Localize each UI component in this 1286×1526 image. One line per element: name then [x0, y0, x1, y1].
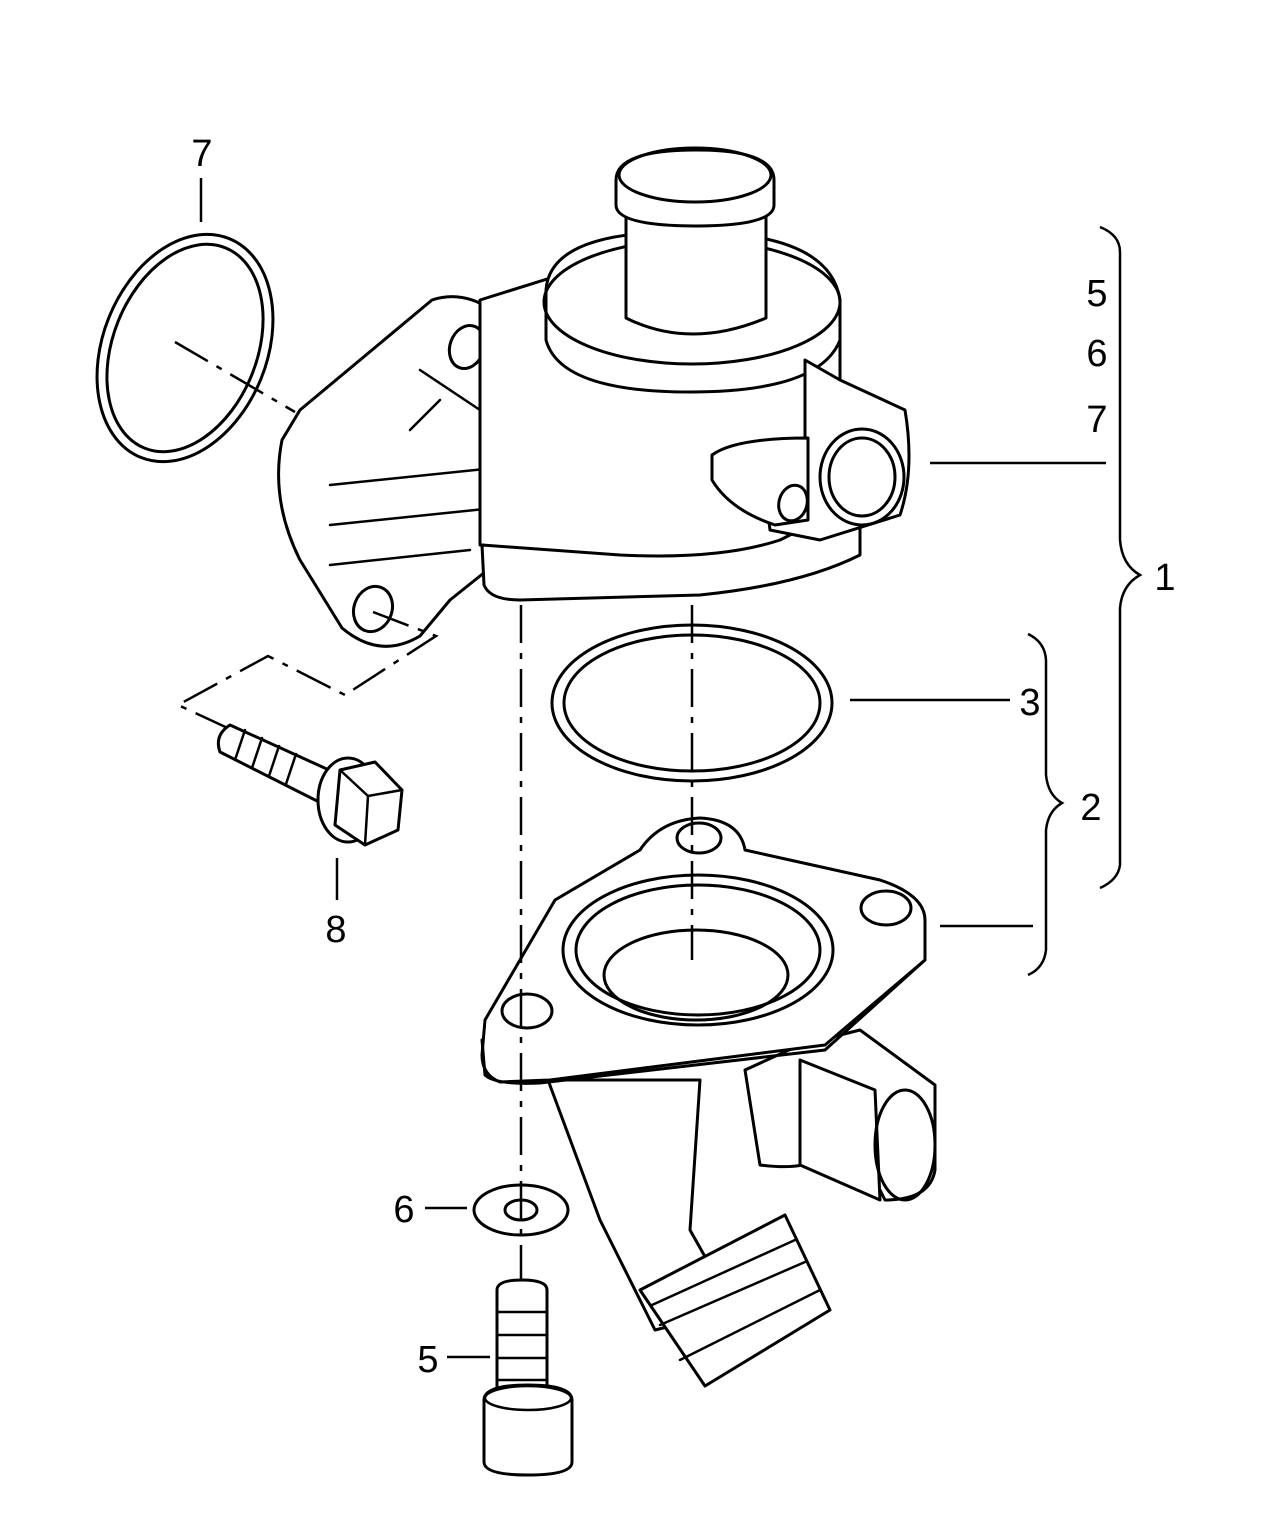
- label-group-6: 6: [1086, 333, 1107, 375]
- bracket-assembly-1: [1099, 225, 1143, 890]
- label-group-7: 7: [1086, 399, 1107, 441]
- label-part-5-bolt: 5: [417, 1339, 438, 1381]
- thermostat-housing: [277, 146, 911, 648]
- centerline-bolt-8: [175, 610, 439, 732]
- label-part-6-washer: 6: [393, 1189, 414, 1231]
- label-part-2: 2: [1080, 787, 1101, 829]
- label-part-3: 3: [1019, 682, 1040, 724]
- o-ring-part-7: [95, 232, 275, 464]
- label-group-5: 5: [1086, 273, 1107, 315]
- label-part-7-oring: 7: [191, 133, 212, 175]
- bolt-part-8: [216, 723, 404, 847]
- label-part-8: 8: [325, 909, 346, 951]
- centerline-oring: [174, 340, 296, 414]
- bolt-part-5: [482, 1278, 574, 1477]
- washer-part-6: [472, 1183, 570, 1237]
- label-part-1: 1: [1154, 557, 1175, 599]
- coolant-flange-part: [480, 816, 937, 1388]
- bracket-kit-2: [1027, 632, 1065, 977]
